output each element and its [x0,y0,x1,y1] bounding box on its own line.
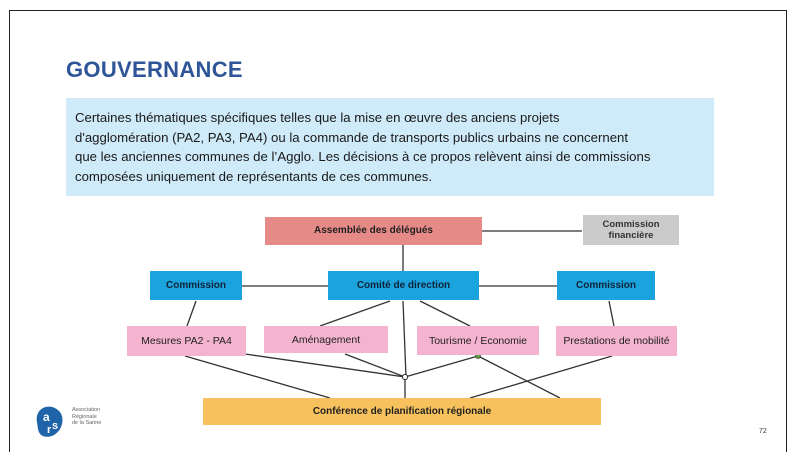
conference-box: Conférence de planification régionale [203,398,601,425]
logo-line: de la Sarine [72,420,102,426]
intro-line: d'agglomération (PA2, PA3, PA4) ou la co… [75,129,629,145]
intro-line: Certaines thématiques spécifiques telles… [75,110,560,125]
svg-text:r: r [47,424,52,436]
amenagement-box: Aménagement [264,326,388,353]
junction-dot [401,373,409,381]
logo-line: Association [72,407,101,413]
svg-text:s: s [52,420,58,432]
ars-logo: a r s [36,406,63,437]
page-number: 72 [759,428,767,435]
intro-line: que les anciennes communes de l’Agglo. L… [75,149,651,165]
assemblee-box: Assemblée des délégués [265,217,482,245]
svg-text:a: a [43,410,50,424]
tourisme-box: Tourisme / Economie [417,326,539,355]
comite-direction-box: Comité de direction [328,271,479,300]
logo-line: Régionale [72,413,97,420]
slide-title: GOUVERNANCE [66,57,243,82]
mesures-box: Mesures PA2 - PA4 [127,326,246,356]
intro-line: composées uniquement de représentants de… [75,168,432,184]
intro-text-box: Certaines thématiques spécifiques telles… [66,98,714,196]
logo-text: Association Régionale de la Sarine [72,407,101,427]
commission-financiere-box: Commission financière [583,215,679,245]
commission-left-box: Commission [150,271,242,300]
prestations-box: Prestations de mobilité [556,326,677,356]
commission-right-box: Commission [557,271,655,300]
